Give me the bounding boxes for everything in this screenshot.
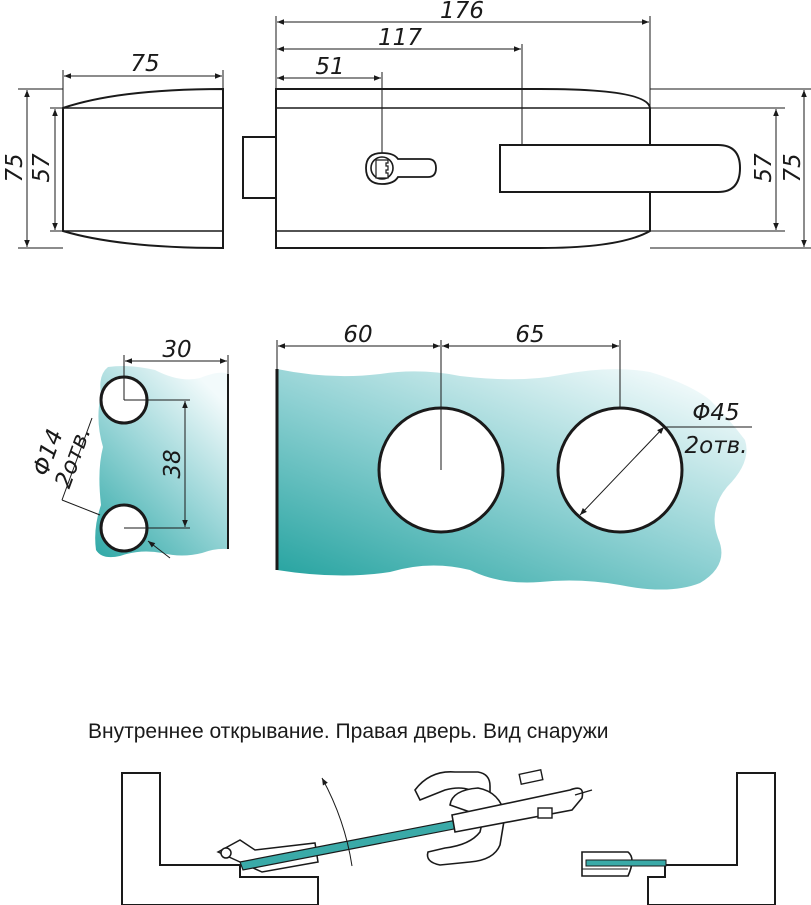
dim-hole-count-large-label: 2отв. — [685, 433, 748, 459]
dim-hole-offset-large-2-label: 65 — [515, 322, 544, 348]
dim-cylinder-offset-label: 51 — [315, 54, 344, 80]
dim-left-height-inner-label: 57 — [29, 153, 55, 183]
dim-right-height-inner-label: 57 — [751, 153, 777, 183]
leader-line — [147, 540, 171, 559]
leader-line — [61, 417, 93, 501]
lever-handle-icon — [414, 768, 593, 866]
dim-right-height-outer-label: 75 — [780, 153, 806, 182]
dim-handle-offset-label: 117 — [378, 25, 422, 51]
lock-body-view: 176 117 51 57 75 — [242, 0, 811, 249]
hole-large-right — [556, 406, 684, 534]
dim-hole-spacing-label: 38 — [160, 449, 186, 478]
glass-panel-small-holes: 30 38 Φ14 2отв. — [28, 337, 229, 559]
latch-bolt — [242, 136, 277, 199]
right-frame-profile — [647, 772, 776, 905]
key-cylinder-icon — [365, 152, 437, 185]
door-section-view — [121, 768, 776, 905]
leader-line — [61, 499, 101, 516]
handle-lever — [499, 144, 742, 193]
diagram-caption: Внутреннее открывание. Правая дверь. Вид… — [88, 720, 609, 743]
strike-box-outline — [62, 87, 224, 250]
dim-hole-diam-large-label: Φ45 — [692, 400, 739, 426]
dim-left-width-label: 75 — [130, 51, 159, 77]
left-frame-profile — [121, 772, 319, 905]
strike-receiver-icon — [581, 851, 667, 877]
dim-left-height-outer-label: 75 — [2, 153, 28, 182]
diameter-line — [579, 426, 665, 516]
dim-hole-offset-large-1-label: 60 — [343, 322, 372, 348]
swing-direction-arrow — [321, 777, 353, 867]
dim-hole-offset-small-label: 30 — [162, 337, 191, 363]
glass-panel-large-holes: 60 65 Φ45 2отв. — [275, 322, 752, 590]
dim-total-length-label: 176 — [440, 0, 484, 24]
strike-box-view: 75 75 57 — [2, 51, 224, 250]
